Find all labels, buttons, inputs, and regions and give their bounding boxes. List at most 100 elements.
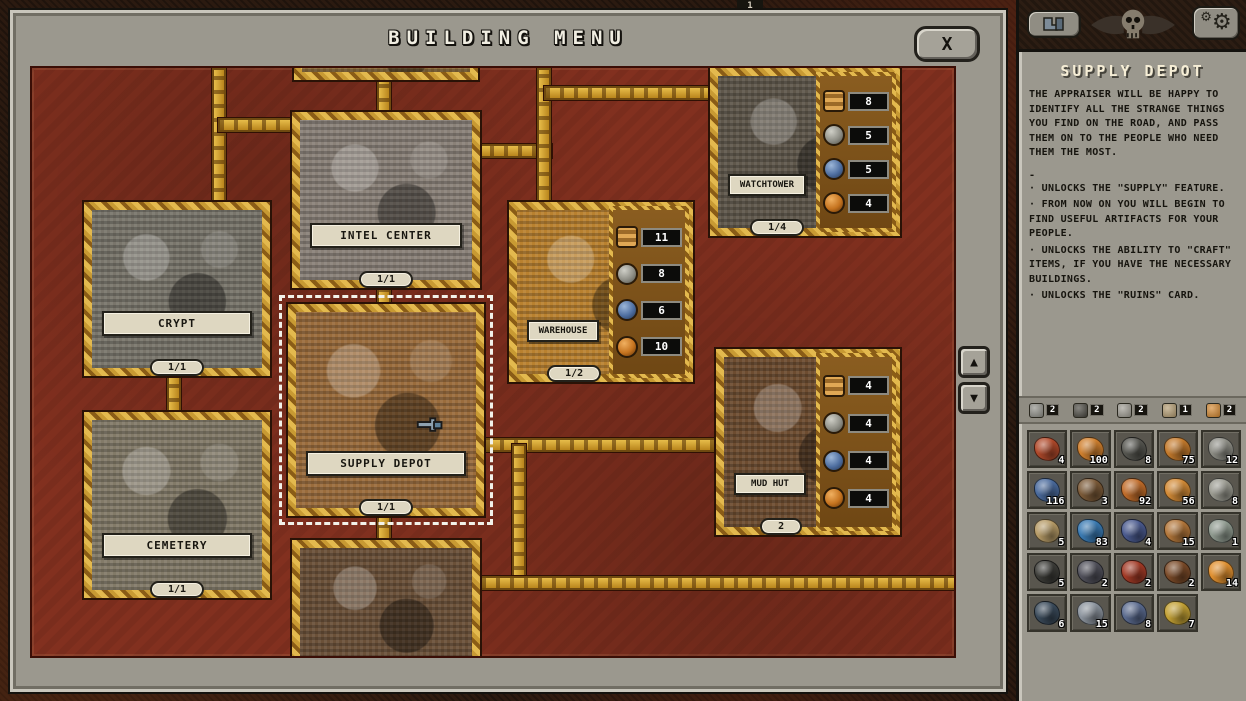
- inventory-item[interactable]: 15: [1070, 594, 1111, 632]
- stone-resource-icon: [616, 262, 638, 285]
- item-count: 5: [1058, 537, 1065, 548]
- item-count: 14: [1225, 578, 1238, 589]
- building-name: MUD HUT: [734, 473, 806, 495]
- inventory-item[interactable]: 2: [1070, 553, 1111, 591]
- item-count: 8: [1231, 496, 1238, 507]
- inventory-item[interactable]: 2: [1113, 553, 1155, 591]
- inventory-grid: 4 100 8 75 12 116 3 92: [1027, 430, 1241, 632]
- scroll-up-button[interactable]: ▲: [958, 346, 990, 378]
- expedition-button[interactable]: [1027, 10, 1081, 38]
- building-card-supply-depot[interactable]: SUPPLY DEPOT 1/1: [279, 295, 493, 525]
- item-count: 92: [1139, 496, 1152, 507]
- resource-tab-icon: [1205, 402, 1221, 418]
- item-count: 15: [1095, 619, 1108, 630]
- info-title: SUPPLY DEPOT: [1060, 62, 1205, 80]
- inventory-item[interactable]: 5: [1027, 512, 1068, 550]
- inventory-item[interactable]: 7: [1157, 594, 1198, 632]
- food-resource-icon: [823, 487, 845, 510]
- inventory-item[interactable]: 2: [1157, 553, 1198, 591]
- resource-tab[interactable]: 1: [1156, 400, 1198, 420]
- item-count: 4: [1058, 455, 1065, 466]
- resource-tab-icon: [1028, 402, 1044, 418]
- inventory-item[interactable]: 12: [1200, 430, 1241, 468]
- close-button[interactable]: X: [914, 26, 980, 62]
- item-icon: [1034, 478, 1061, 502]
- tree-connector: [218, 118, 298, 132]
- building-menu-panel: BUILDING MENU X: [8, 8, 1008, 694]
- inventory-item[interactable]: 4: [1113, 512, 1155, 550]
- inventory-item[interactable]: 1: [1200, 512, 1241, 550]
- food-resource-icon: [823, 192, 845, 214]
- resource-tab-icon: [1161, 402, 1177, 418]
- resource-tab[interactable]: 2: [1067, 400, 1109, 420]
- metal-resource-icon: [823, 158, 845, 180]
- building-name: INTEL CENTER: [310, 223, 462, 248]
- scroll-down-button[interactable]: ▼: [958, 382, 990, 414]
- cost-value: 8: [641, 264, 682, 284]
- building-name: WATCHTOWER: [728, 174, 806, 196]
- settings-button[interactable]: ⚙⚙: [1192, 6, 1240, 40]
- menu-title: BUILDING MENU: [388, 27, 628, 49]
- building-count: 1/1: [358, 271, 414, 288]
- inventory-item[interactable]: 14: [1200, 553, 1241, 591]
- item-count: 83: [1095, 537, 1108, 548]
- inventory-item[interactable]: 15: [1157, 512, 1198, 550]
- building-art: [302, 68, 470, 72]
- building-card-cemetery[interactable]: CEMETERY 1/1: [84, 412, 270, 598]
- cost-value: 4: [848, 451, 889, 471]
- building-count: 1/1: [149, 359, 205, 376]
- inventory-item[interactable]: 5: [1027, 553, 1068, 591]
- cost-value: 4: [848, 376, 889, 396]
- inventory-item[interactable]: 83: [1070, 512, 1111, 550]
- resource-tab[interactable]: 2: [1200, 400, 1242, 420]
- building-card-intel-center[interactable]: INTEL CENTER 1/1: [292, 112, 480, 288]
- effect-item: · UNLOCKS THE "RUINS" CARD.: [1029, 290, 1200, 301]
- building-count: 1/1: [358, 499, 414, 516]
- item-count: 56: [1182, 496, 1195, 507]
- building-card-partial-top[interactable]: [294, 68, 478, 80]
- building-card-partial-bottom[interactable]: [292, 540, 480, 656]
- inventory-item[interactable]: 92: [1113, 471, 1155, 509]
- building-art: [296, 312, 476, 508]
- chevron-down-icon: ▼: [970, 390, 978, 406]
- cost-value: 4: [848, 488, 889, 508]
- item-icon: [1207, 437, 1234, 461]
- effect-item: · UNLOCKS THE ABILITY TO "CRAFT" ITEMS, …: [1029, 244, 1232, 285]
- item-icon: [1164, 478, 1191, 502]
- item-icon: [1120, 437, 1148, 461]
- building-card-mud-hut[interactable]: 4 4 4 4 MUD HUT 2: [716, 349, 900, 535]
- inventory-item[interactable]: 3: [1070, 471, 1111, 509]
- inventory-item[interactable]: 116: [1027, 471, 1068, 509]
- inventory-item[interactable]: 8: [1200, 471, 1241, 509]
- tree-connector: [544, 86, 716, 100]
- inventory-item[interactable]: 4: [1027, 430, 1068, 468]
- resource-tab[interactable]: 2: [1023, 400, 1065, 420]
- item-count: 2: [1188, 578, 1195, 589]
- inventory-item[interactable]: 56: [1157, 471, 1198, 509]
- resource-tab[interactable]: 2: [1111, 400, 1153, 420]
- building-count: 2: [760, 518, 803, 535]
- item-count: 75: [1182, 455, 1195, 466]
- item-icon: [1164, 560, 1191, 584]
- building-card-warehouse[interactable]: 11 8 6 10 WAREHOUSE 1/2: [509, 202, 693, 382]
- item-icon: [1120, 519, 1148, 543]
- inventory-item[interactable]: 8: [1113, 594, 1155, 632]
- building-name: CRYPT: [102, 311, 252, 336]
- inventory-item[interactable]: 8: [1113, 430, 1155, 468]
- building-art: [300, 120, 472, 280]
- inventory-item[interactable]: 75: [1157, 430, 1198, 468]
- building-card-watchtower[interactable]: 8 5 5 4 WATCHTOWER 1/4: [710, 68, 900, 236]
- building-count: 1/1: [149, 581, 205, 598]
- item-count: 15: [1182, 537, 1195, 548]
- sidebar-header: ⚙⚙: [1019, 0, 1246, 52]
- inventory-item[interactable]: 100: [1070, 430, 1111, 468]
- item-icon: [1034, 519, 1061, 543]
- stone-resource-icon: [823, 412, 845, 435]
- item-count: 4: [1145, 537, 1152, 548]
- building-card-crypt[interactable]: CRYPT 1/1: [84, 202, 270, 376]
- wood-resource-icon: [616, 226, 638, 249]
- item-icon: [1164, 601, 1191, 625]
- cost-value: 5: [848, 125, 889, 145]
- inventory-item[interactable]: 6: [1027, 594, 1068, 632]
